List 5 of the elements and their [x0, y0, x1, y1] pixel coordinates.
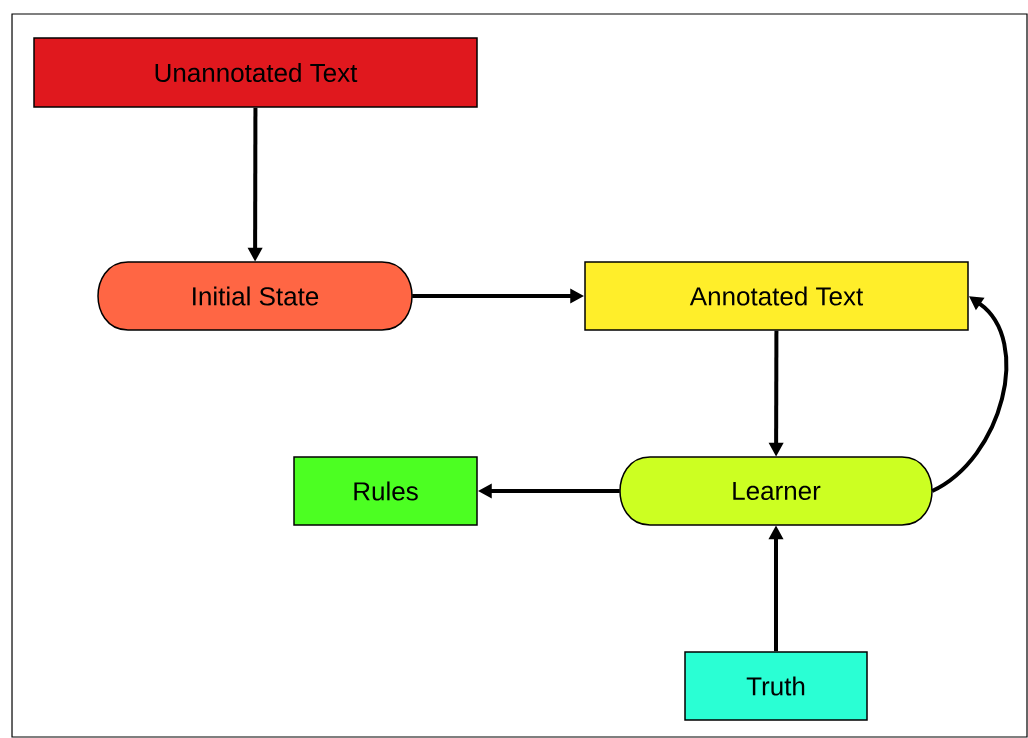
process-box: Unannotated Text	[33, 37, 478, 108]
process-box: Truth	[684, 651, 868, 721]
process-box: Rules	[293, 456, 478, 526]
process-box: Annotated Text	[584, 261, 969, 331]
arrow	[931, 296, 1009, 493]
